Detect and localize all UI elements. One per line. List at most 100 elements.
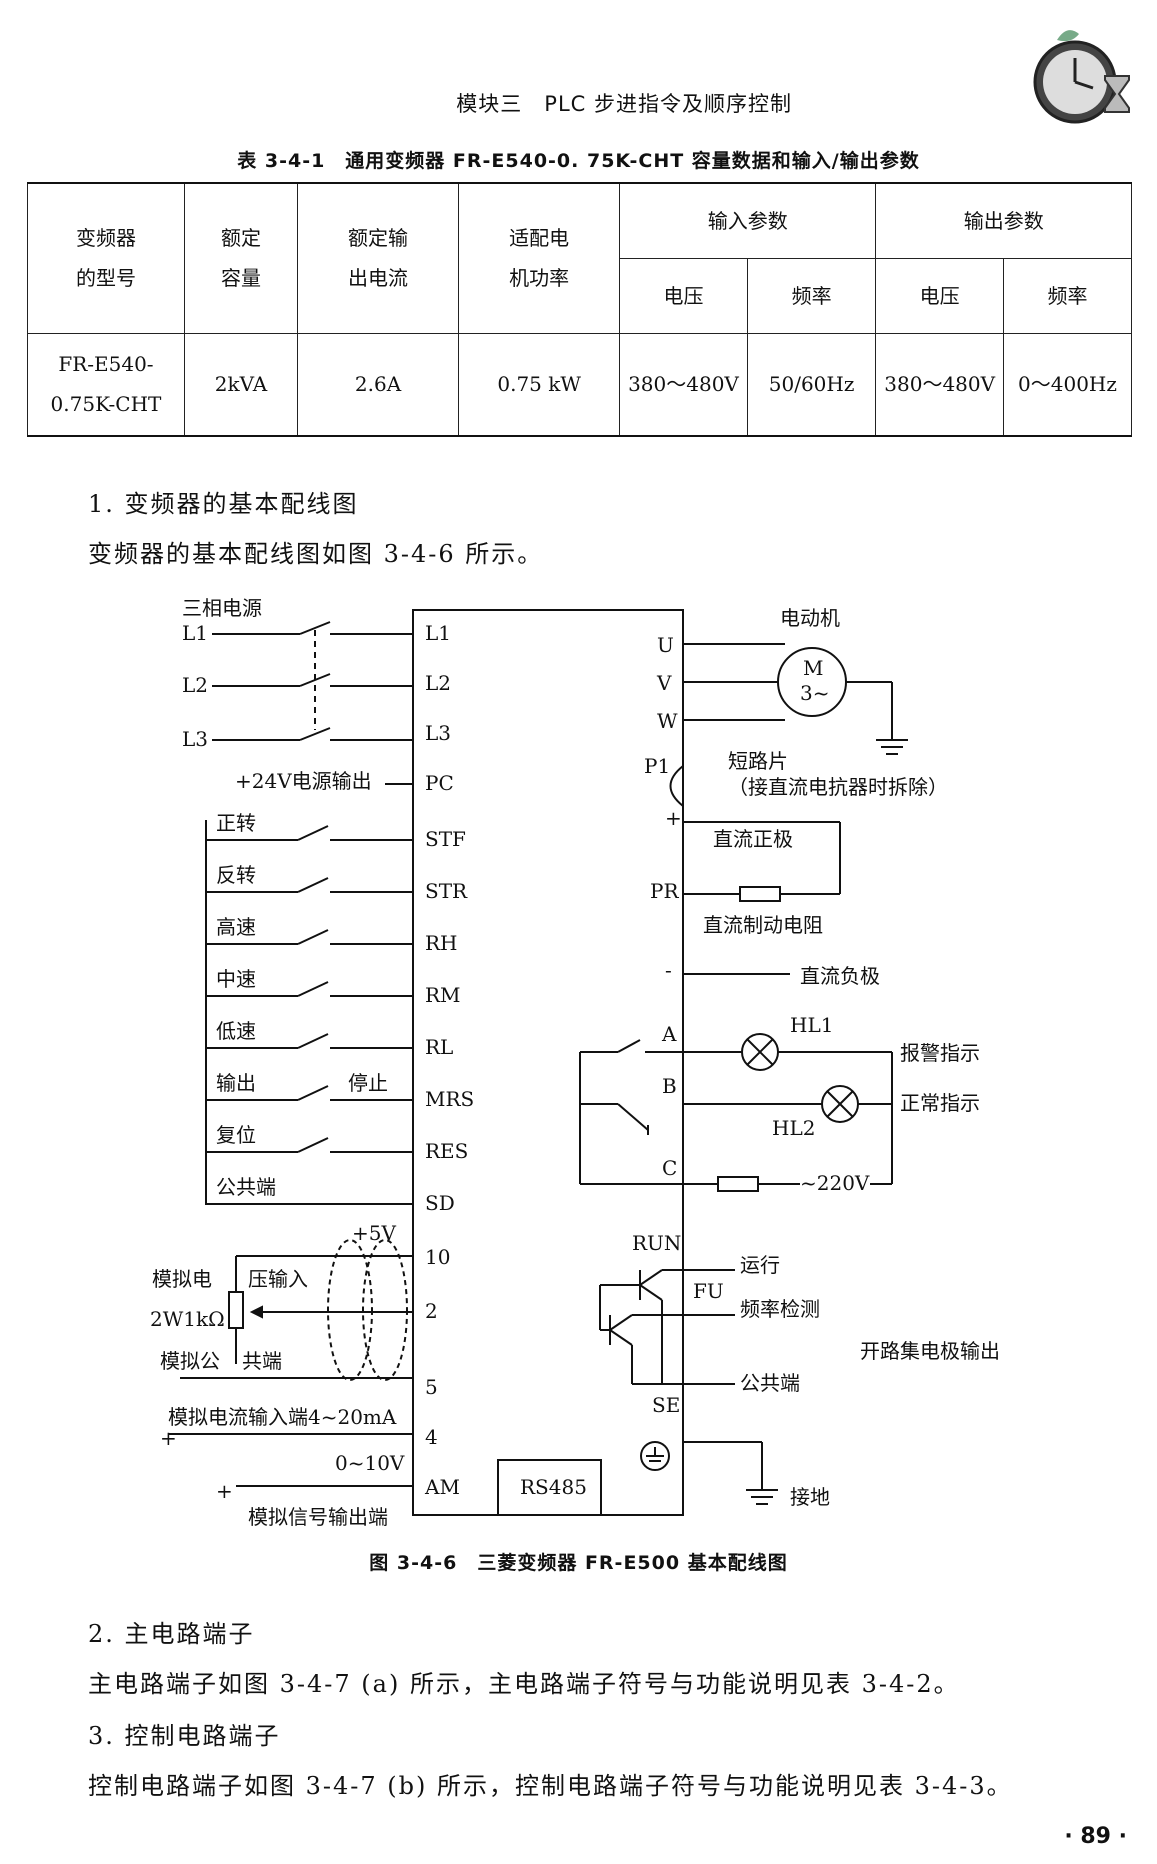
dc-wiring bbox=[669, 765, 841, 975]
label-brake-resistor: 直流制动电阻 bbox=[703, 913, 823, 937]
terminal-pr: PR bbox=[650, 879, 679, 903]
label-output: 输出 bbox=[216, 1071, 256, 1095]
label-alarm: 报警指示 bbox=[900, 1041, 980, 1065]
section-2-text: 主电路端子如图 3-4-7 (a) 所示，主电路端子符号与功能说明见表 3-4-… bbox=[88, 1670, 960, 1698]
label-l2: L2 bbox=[182, 673, 208, 697]
label-jumper: 短路片 bbox=[728, 749, 788, 773]
header-model: 变频器 的型号 bbox=[27, 182, 185, 334]
terminal-l2: L2 bbox=[425, 671, 451, 695]
header-output-voltage: 电压 bbox=[875, 257, 1004, 334]
terminal-v: V bbox=[656, 671, 672, 695]
terminal-rm: RM bbox=[425, 983, 461, 1007]
label-forward: 正转 bbox=[216, 811, 256, 835]
header-input-voltage: 电压 bbox=[619, 257, 748, 334]
section-2-heading: 2. 主电路端子 bbox=[88, 1620, 255, 1648]
terminal-u: U bbox=[657, 633, 674, 657]
header-capacity: 额定 容量 bbox=[183, 182, 298, 334]
cell-output-frequency: 0～400Hz bbox=[1002, 332, 1133, 437]
cell-model: FR-E540- 0.75K-CHT bbox=[27, 332, 185, 437]
relay-output-wiring bbox=[579, 1033, 893, 1192]
label-high-speed: 高速 bbox=[216, 915, 256, 939]
label-power-source: 三相电源 bbox=[182, 596, 262, 620]
analog-wiring bbox=[168, 1239, 413, 1487]
header-output-frequency: 频率 bbox=[1002, 257, 1133, 334]
label-analog-voltage-1: 模拟电 bbox=[152, 1267, 212, 1291]
motor-wiring bbox=[683, 643, 908, 755]
label-220v: ~220V bbox=[800, 1171, 870, 1195]
label-l1: L1 bbox=[182, 621, 208, 645]
cell-motor-power: 0.75 kW bbox=[458, 332, 621, 437]
terminal-2: 2 bbox=[425, 1299, 438, 1323]
cell-output-voltage: 380～480V bbox=[875, 332, 1004, 437]
label-plus-current: + bbox=[160, 1426, 177, 1450]
terminal-sd: SD bbox=[425, 1191, 455, 1215]
label-motor: 电动机 bbox=[780, 606, 840, 630]
header-motor-power: 适配电 机功率 bbox=[458, 182, 621, 334]
label-current-input: 模拟电流输入端4~20mA bbox=[168, 1405, 397, 1429]
terminal-stf: STF bbox=[425, 827, 466, 851]
clock-hourglass-icon bbox=[1033, 30, 1130, 124]
label-reverse: 反转 bbox=[216, 863, 256, 887]
terminal-mrs: MRS bbox=[425, 1087, 474, 1111]
spec-table: 变频器 的型号 额定 容量 额定输 出电流 适配电 机功率 输入参数 输出参数 … bbox=[27, 182, 1133, 437]
label-jumper-note: （接直流电抗器时拆除） bbox=[728, 775, 948, 799]
wiring-diagram: 三相电源 L1 L2 L3 L1 L2 L3 +24V电源输出 PC 正转 ST… bbox=[150, 596, 1000, 1529]
label-dc-positive: 直流正极 bbox=[713, 827, 793, 851]
rs485-box bbox=[497, 1459, 602, 1516]
brake-resistor-symbol bbox=[739, 886, 781, 902]
label-potentiometer: 2W1kΩ bbox=[150, 1307, 225, 1331]
terminal-a: A bbox=[661, 1022, 677, 1046]
label-common-2: 公共端 bbox=[740, 1371, 800, 1395]
terminal-run: RUN bbox=[632, 1231, 681, 1255]
terminal-l3: L3 bbox=[425, 721, 451, 745]
page-number: · 89 · bbox=[1064, 1824, 1127, 1849]
terminal-minus: - bbox=[665, 958, 672, 982]
terminal-am: AM bbox=[424, 1475, 460, 1499]
terminal-l1: L1 bbox=[425, 621, 451, 645]
terminal-b: B bbox=[662, 1074, 677, 1098]
terminal-se: SE bbox=[652, 1393, 680, 1417]
label-running: 运行 bbox=[740, 1253, 780, 1277]
terminal-10: 10 bbox=[425, 1245, 450, 1269]
power-input-wiring bbox=[212, 621, 413, 785]
label-analog-common-1: 模拟公 bbox=[160, 1349, 220, 1373]
label-low-speed: 低速 bbox=[216, 1019, 256, 1043]
label-hl1: HL1 bbox=[790, 1013, 833, 1037]
potentiometer-symbol bbox=[228, 1291, 244, 1329]
header-output-params: 输出参数 bbox=[875, 182, 1132, 259]
digital-input-wiring bbox=[205, 820, 413, 1205]
motor-m: M bbox=[803, 656, 823, 680]
label-reset: 复位 bbox=[216, 1123, 256, 1147]
terminal-fu: FU bbox=[693, 1279, 724, 1303]
label-mid-speed: 中速 bbox=[216, 967, 256, 991]
header-current: 额定输 出电流 bbox=[296, 182, 460, 334]
motor-3phase: 3~ bbox=[800, 681, 829, 705]
fuse-symbol bbox=[717, 1176, 759, 1192]
terminal-rl: RL bbox=[425, 1035, 453, 1059]
cell-input-frequency: 50/60Hz bbox=[746, 332, 877, 437]
label-plus-am: + bbox=[216, 1479, 233, 1503]
label-signal-output: 模拟信号输出端 bbox=[248, 1505, 388, 1529]
label-ground: 接地 bbox=[790, 1485, 830, 1509]
terminal-p1: P1 bbox=[644, 754, 670, 778]
cell-capacity: 2kVA bbox=[183, 332, 298, 437]
label-freq-detect: 频率检测 bbox=[740, 1297, 820, 1321]
section-3-text: 控制电路端子如图 3-4-7 (b) 所示，控制电路端子符号与功能说明见表 3-… bbox=[88, 1772, 1013, 1800]
label-common: 公共端 bbox=[216, 1175, 276, 1199]
label-dc-negative: 直流负极 bbox=[800, 964, 880, 988]
header-input-params: 输入参数 bbox=[619, 182, 877, 259]
label-hl2: HL2 bbox=[772, 1116, 815, 1140]
open-collector-wiring bbox=[599, 1269, 735, 1385]
label-normal: 正常指示 bbox=[900, 1091, 980, 1115]
terminal-rh: RH bbox=[425, 931, 458, 955]
label-0-10v: 0~10V bbox=[335, 1451, 405, 1475]
rs485-label: RS485 bbox=[520, 1475, 587, 1499]
label-analog-voltage-2: 压输入 bbox=[248, 1267, 308, 1291]
label-l3: L3 bbox=[182, 727, 208, 751]
label-analog-common-2: 共端 bbox=[242, 1349, 282, 1373]
terminal-w: W bbox=[657, 709, 678, 733]
terminal-pc: PC bbox=[425, 771, 454, 795]
ground-wiring bbox=[640, 1441, 778, 1505]
cell-input-voltage: 380～480V bbox=[619, 332, 748, 437]
terminal-str: STR bbox=[425, 879, 468, 903]
